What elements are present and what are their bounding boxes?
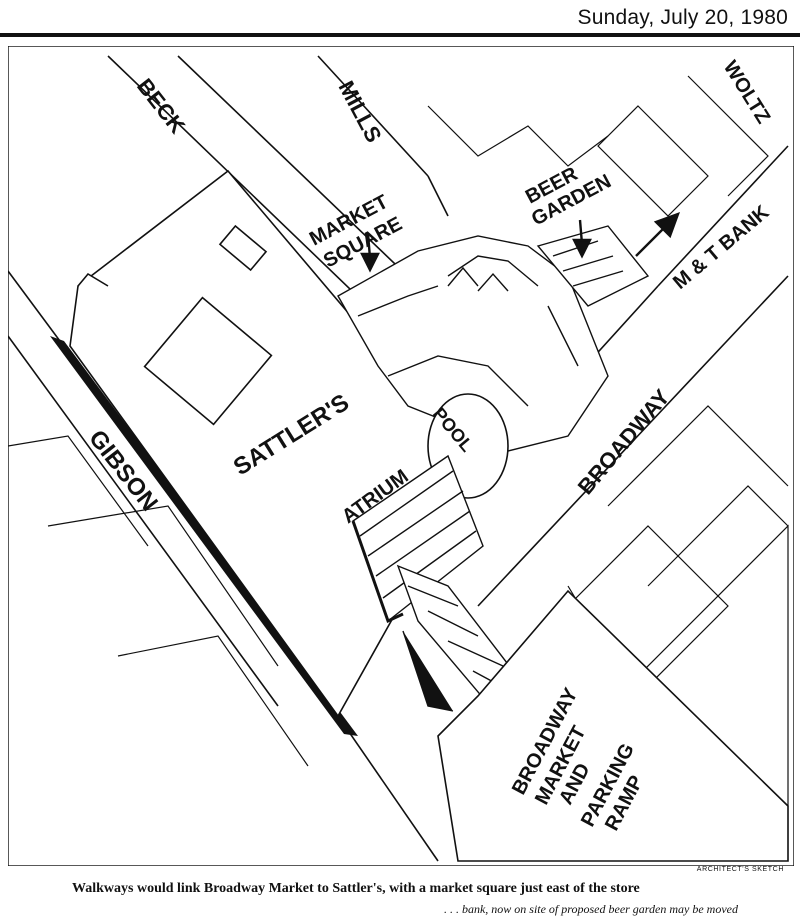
market-square-buildings (337, 235, 609, 452)
arrows (360, 211, 681, 273)
atrium (351, 454, 484, 624)
subcaption: . . . bank, now on site of proposed beer… (443, 902, 738, 916)
architect-sketch: BECK MILLS WOLTZ MARKET SQUARE BEER GARD… (8, 46, 794, 866)
beer-garden (536, 225, 650, 307)
caption: Walkways would link Broadway Market to S… (72, 881, 640, 896)
dateline: Sunday, July 20, 1980 (577, 6, 788, 29)
broadway-market-block (437, 589, 789, 862)
sketch-credit: ARCHITECT'S SKETCH (696, 866, 784, 873)
header-rule (0, 33, 800, 37)
city-blocks (8, 75, 789, 807)
